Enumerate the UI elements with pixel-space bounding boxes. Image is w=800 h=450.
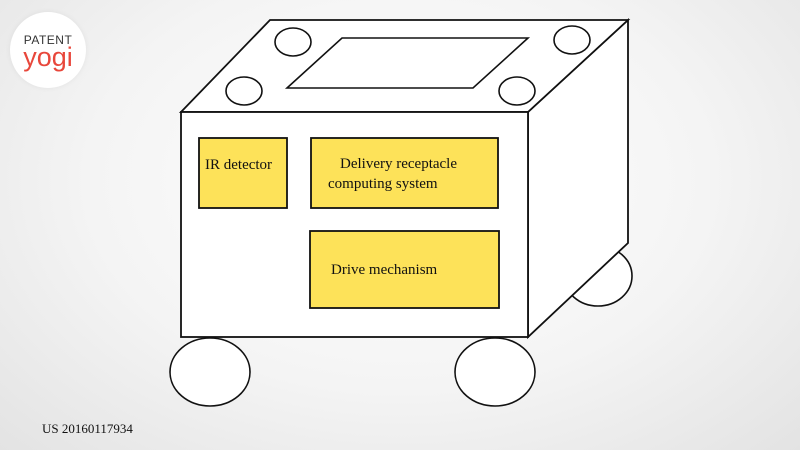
ir-detector-label: IR detector bbox=[205, 157, 272, 173]
delivery-receptacle-computing-system-block bbox=[310, 137, 499, 209]
delivery-receptacle-label: Delivery receptacle bbox=[340, 156, 457, 172]
logo-yogi-text: yogi bbox=[23, 42, 73, 72]
top-panel bbox=[284, 37, 531, 89]
front-left-wheel bbox=[169, 337, 251, 407]
top-circle-front-left bbox=[225, 76, 263, 106]
computing-system-label: computing system bbox=[328, 176, 438, 192]
drive-mechanism-label: Drive mechanism bbox=[331, 262, 438, 278]
top-circle-front-right bbox=[498, 76, 536, 106]
ir-detector-block bbox=[198, 137, 288, 209]
top-circle-back-left bbox=[274, 27, 312, 57]
front-right-wheel bbox=[454, 337, 536, 407]
patentyogi-logo: PATENT yogi bbox=[10, 12, 86, 88]
drive-mechanism-block bbox=[309, 230, 500, 309]
top-circle-back-right bbox=[553, 25, 591, 55]
patent-number: US 20160117934 bbox=[42, 421, 133, 436]
logo-patent-text: PATENT bbox=[23, 33, 73, 47]
